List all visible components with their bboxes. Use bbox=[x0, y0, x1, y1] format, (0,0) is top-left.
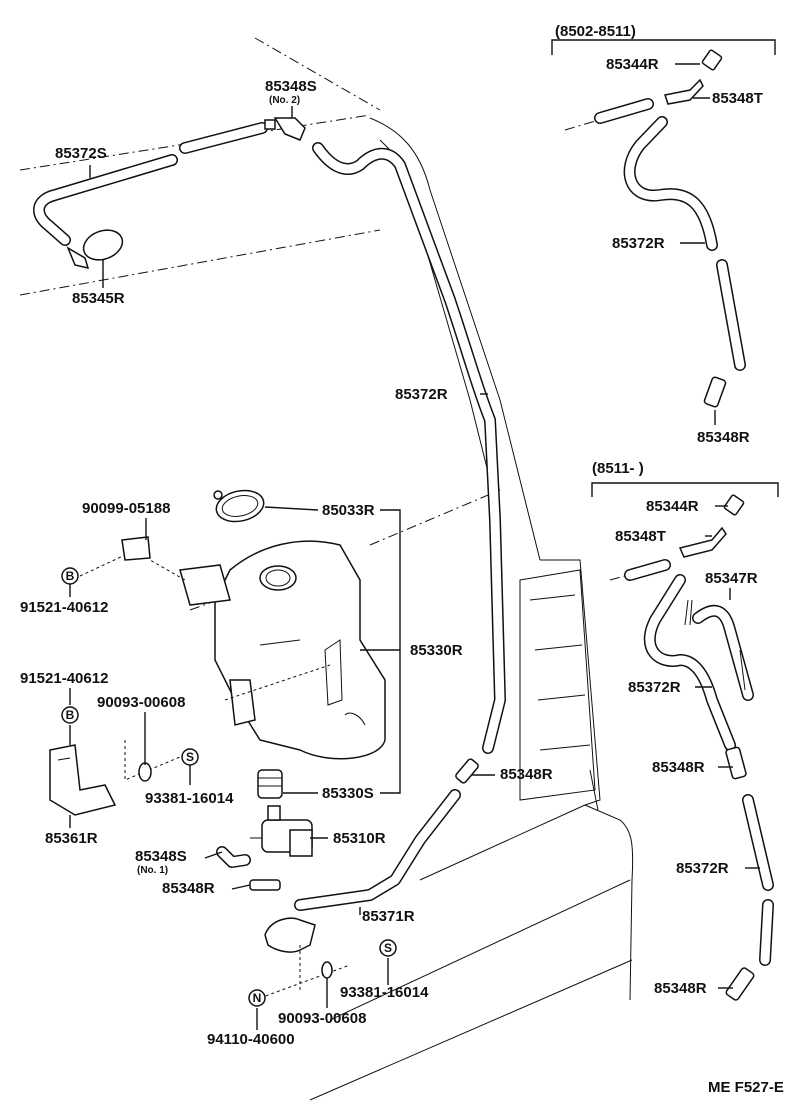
fastener-leaders bbox=[79, 554, 351, 999]
label-90093-a: 90093-00608 bbox=[97, 694, 185, 711]
inset-b bbox=[591, 482, 779, 1001]
label-a-85372r: 85372R bbox=[612, 235, 665, 252]
hose-85348s-no1 bbox=[216, 846, 251, 868]
label-85348s-low-sub: (No. 1) bbox=[137, 865, 168, 876]
body-outline bbox=[19, 37, 634, 1101]
hose-85372s bbox=[33, 117, 306, 246]
label-85345r: 85345R bbox=[72, 290, 125, 307]
bracket-85361r bbox=[49, 744, 117, 816]
pump-85310r bbox=[250, 805, 313, 857]
label-85372r-mid: 85372R bbox=[395, 386, 448, 403]
clip-90099 bbox=[121, 536, 151, 561]
tank-85330r bbox=[179, 540, 386, 760]
label-85371r: 85371R bbox=[362, 908, 415, 925]
label-93381-a: 93381-16014 bbox=[145, 790, 234, 807]
label-a-85348r: 85348R bbox=[697, 429, 750, 446]
label-85361r: 85361R bbox=[45, 830, 98, 847]
label-b-85372r-2: 85372R bbox=[676, 860, 729, 877]
label-85310r: 85310R bbox=[333, 830, 386, 847]
clamp bbox=[264, 917, 316, 953]
label-94110: 94110-40600 bbox=[207, 1031, 295, 1048]
range-a: (8502-8511) bbox=[555, 23, 636, 40]
label-85348s-top-sub: (No. 2) bbox=[269, 95, 300, 106]
n-mark: N bbox=[253, 991, 262, 1005]
label-90093-b: 90093-00608 bbox=[278, 1010, 366, 1027]
figure-code: ME F527-E bbox=[708, 1079, 784, 1096]
label-b-85347r: 85347R bbox=[705, 570, 758, 587]
label-85348r-mid: 85348R bbox=[500, 766, 553, 783]
label-85033r: 85033R bbox=[322, 502, 375, 519]
label-b-85372r-1: 85372R bbox=[628, 679, 681, 696]
nozzle-85345r bbox=[66, 229, 124, 270]
label-85348s-low: 85348S bbox=[135, 848, 187, 865]
inset-a bbox=[551, 39, 776, 425]
connector-85348r-mid bbox=[455, 758, 479, 784]
s-mark-2: S bbox=[384, 941, 392, 955]
s-mark-1: S bbox=[186, 750, 194, 764]
range-b: (8511- ) bbox=[592, 460, 644, 477]
leader-lines bbox=[69, 106, 495, 1030]
main-hose bbox=[294, 142, 506, 911]
connector-85348r-low bbox=[249, 879, 281, 891]
b-mark-2: B bbox=[66, 708, 75, 722]
label-90099: 90099-05188 bbox=[82, 500, 170, 517]
label-85348r-low: 85348R bbox=[162, 880, 215, 897]
label-85348s-top: 85348S bbox=[265, 78, 317, 95]
filter-85330s bbox=[257, 769, 283, 799]
label-91521-a: 91521-40612 bbox=[20, 599, 108, 616]
label-85372s: 85372S bbox=[55, 145, 107, 162]
label-85330s: 85330S bbox=[322, 785, 374, 802]
circle-symbols bbox=[61, 567, 397, 1007]
label-b-85348r-1: 85348R bbox=[652, 759, 705, 776]
b-mark-1: B bbox=[66, 569, 75, 583]
label-a-85348t: 85348T bbox=[712, 90, 763, 107]
cap-85033r bbox=[213, 489, 265, 523]
label-85330r: 85330R bbox=[410, 642, 463, 659]
label-91521-b: 91521-40612 bbox=[20, 670, 108, 687]
label-b-85348t: 85348T bbox=[615, 528, 666, 545]
label-b-85348r-2: 85348R bbox=[654, 980, 707, 997]
label-a-85344r: 85344R bbox=[606, 56, 659, 73]
label-b-85344r: 85344R bbox=[646, 498, 699, 515]
label-93381-b: 93381-16014 bbox=[340, 984, 429, 1001]
